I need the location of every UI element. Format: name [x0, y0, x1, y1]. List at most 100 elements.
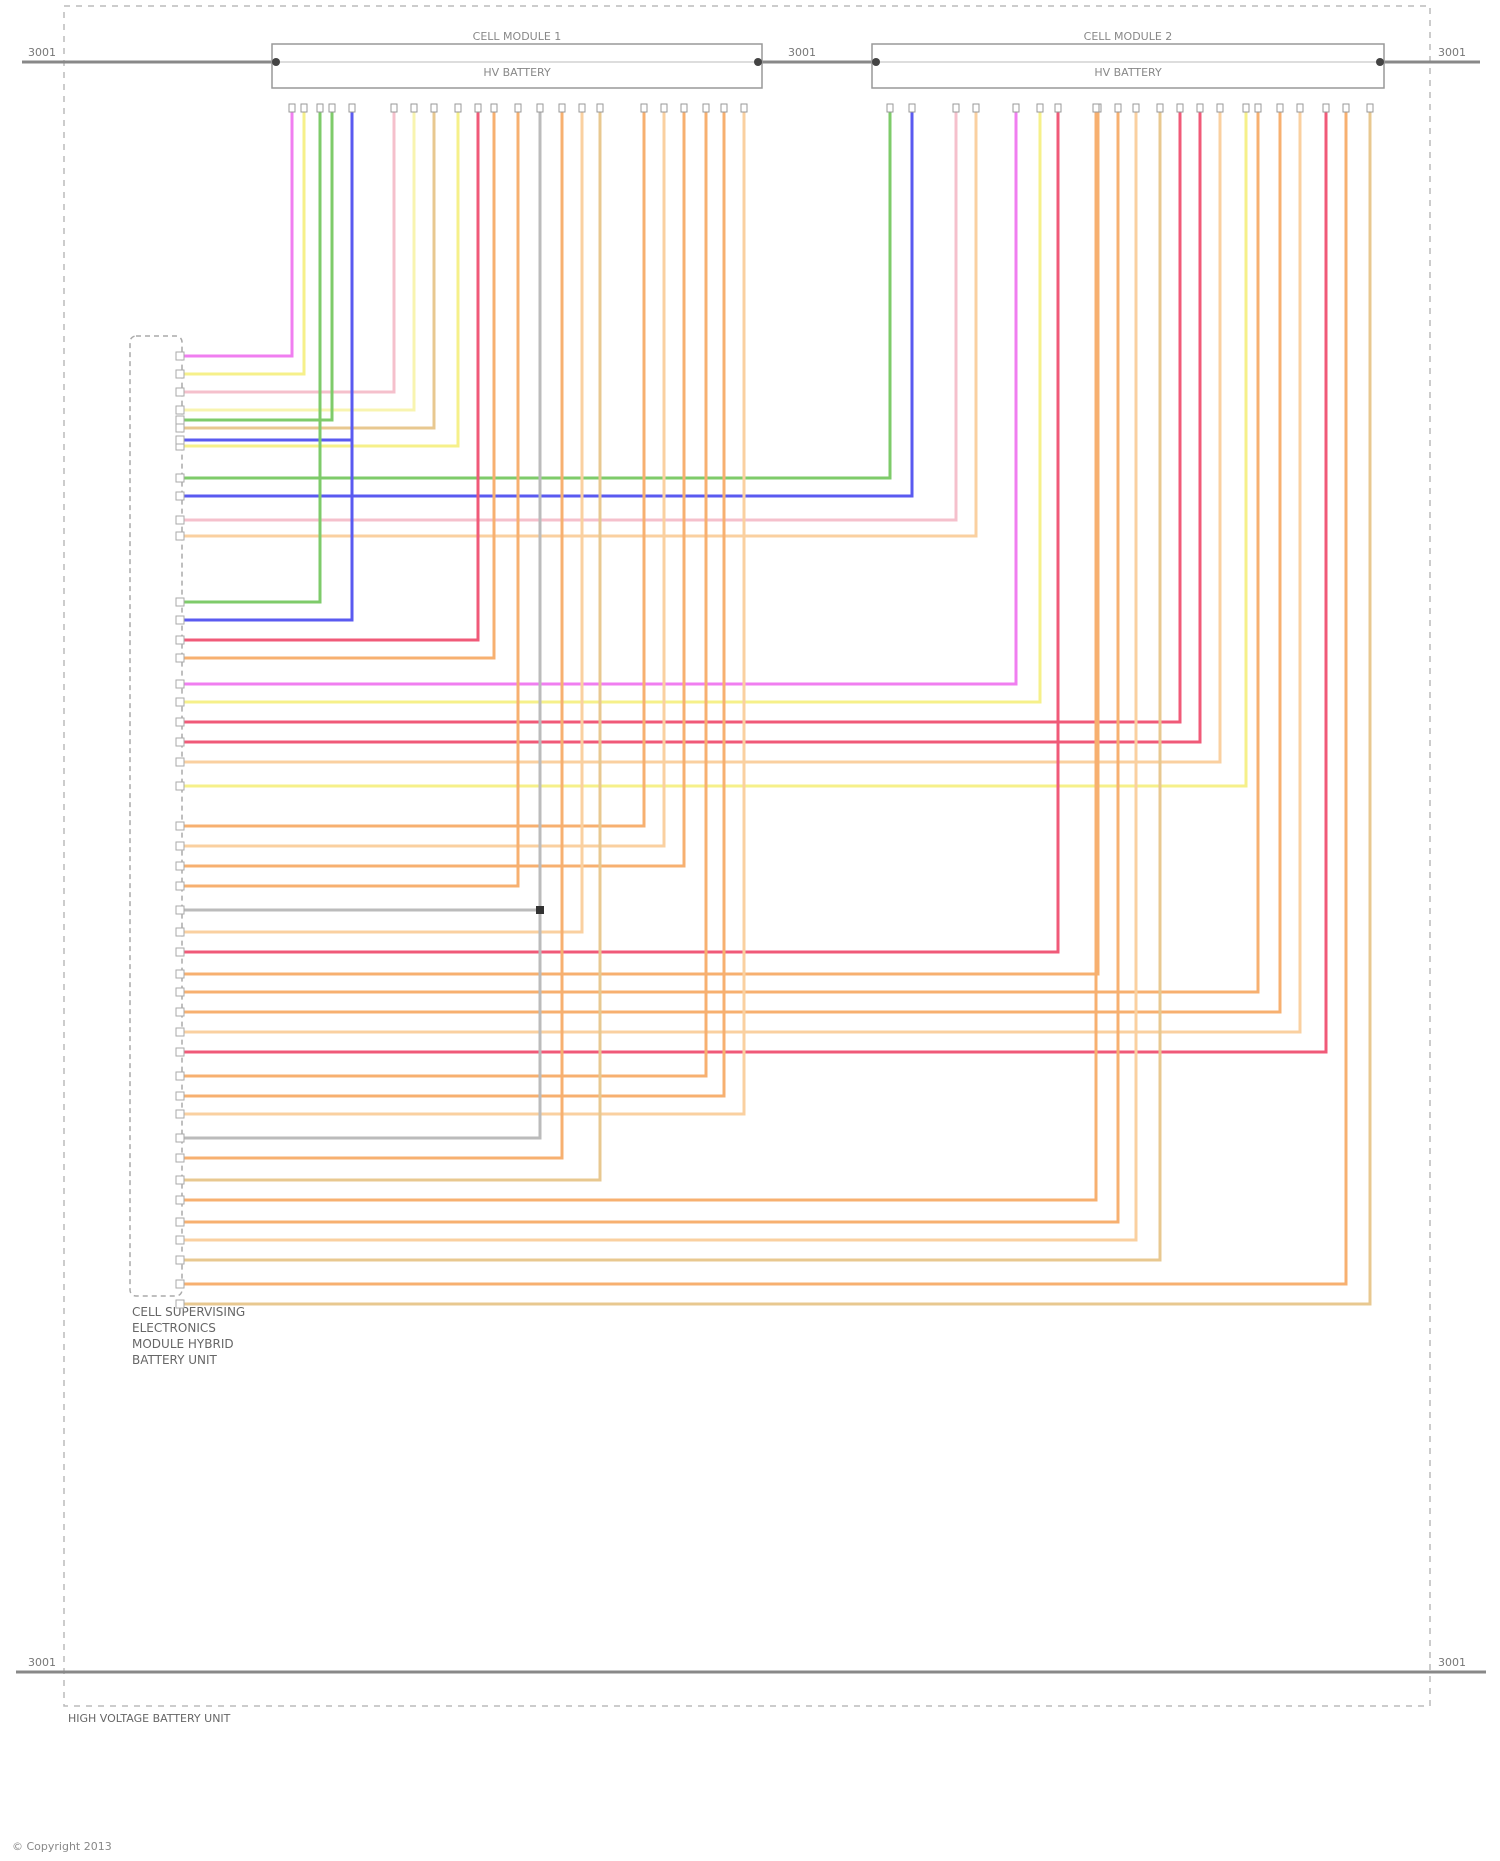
module-pin [721, 104, 727, 112]
ecu-pin [176, 842, 184, 850]
module-pin [1297, 104, 1303, 112]
module-pin [349, 104, 355, 112]
ecu-pin [176, 862, 184, 870]
ecu-pin [176, 654, 184, 662]
module-pin [391, 104, 397, 112]
ecu-pin [176, 970, 184, 978]
module-pin [1157, 104, 1163, 112]
module-pin [1013, 104, 1019, 112]
ecu-pin [176, 1196, 184, 1204]
svg-text:ELECTRONICS: ELECTRONICS [132, 1321, 216, 1335]
module-pin [661, 104, 667, 112]
wire [182, 110, 518, 886]
wire-harness [182, 110, 1370, 1304]
wire [182, 110, 1300, 1032]
ecu-pin [176, 1092, 184, 1100]
ecu-pin [176, 532, 184, 540]
ecu-pin [176, 1256, 184, 1264]
wire [182, 110, 890, 478]
module-pin [741, 104, 747, 112]
module-pin [515, 104, 521, 112]
ecu-pin [176, 928, 184, 936]
module-pin [289, 104, 295, 112]
ecu-pin [176, 680, 184, 688]
wire [182, 110, 976, 536]
top-bus-label-mid: 3001 [788, 46, 816, 59]
ecu-pin [176, 1176, 184, 1184]
battery-unit-footer-note: HIGH VOLTAGE BATTERY UNIT [68, 1712, 231, 1725]
ecu-pin [176, 424, 184, 432]
module-pin [1115, 104, 1121, 112]
wire [182, 110, 540, 910]
ecu-pin [176, 906, 184, 914]
module-pin [1367, 104, 1373, 112]
module-pin [887, 104, 893, 112]
module-pin [641, 104, 647, 112]
cell-supervising-ecu-label: CELL SUPERVISING ELECTRONICS MODULE HYBR… [132, 1305, 245, 1367]
module-pin [431, 104, 437, 112]
ecu-pin [176, 370, 184, 378]
module-pin [1037, 104, 1043, 112]
ecu-pin [176, 718, 184, 726]
wire [182, 110, 1346, 1284]
ecu-pin [176, 1300, 184, 1308]
wire [182, 110, 1200, 742]
ecu-pin [176, 1028, 184, 1036]
copyright-note: © Copyright 2013 [12, 1840, 112, 1853]
bottom-bus-label-right: 3001 [1438, 1656, 1466, 1669]
cell-module-2: CELL MODULE 2 HV BATTERY [872, 30, 1384, 88]
module-pin [1093, 104, 1099, 112]
module-pin [1343, 104, 1349, 112]
wire [182, 110, 394, 392]
ecu-pin [176, 436, 184, 444]
ecu-pin [176, 782, 184, 790]
module-pin [973, 104, 979, 112]
ecu-pin [176, 516, 184, 524]
module-pin [703, 104, 709, 112]
module-pin [1055, 104, 1061, 112]
wire [182, 110, 1118, 1222]
module-pin [1277, 104, 1283, 112]
module-pin [491, 104, 497, 112]
top-bus-label-left: 3001 [28, 46, 56, 59]
ecu-pin [176, 1110, 184, 1118]
module-pin [579, 104, 585, 112]
module-pin [559, 104, 565, 112]
ecu-pin [176, 738, 184, 746]
ecu-pin [176, 492, 184, 500]
bottom-bus-label-left: 3001 [28, 1656, 56, 1669]
battery-unit-frame [64, 6, 1430, 1706]
wire [182, 110, 1280, 1012]
ecu-pin [176, 352, 184, 360]
ecu-pin [176, 988, 184, 996]
wire [182, 110, 540, 1138]
svg-text:MODULE HYBRID: MODULE HYBRID [132, 1337, 234, 1351]
ecu-pin [176, 1280, 184, 1288]
module-pin [1217, 104, 1223, 112]
module-pin [1197, 104, 1203, 112]
ecu-pin [176, 1218, 184, 1226]
module-pin [317, 104, 323, 112]
cell-module-2-title: CELL MODULE 2 [1084, 30, 1173, 43]
module-pin [953, 104, 959, 112]
ecu-pin [176, 406, 184, 414]
cell-module-1-subtitle: HV BATTERY [483, 66, 551, 79]
module-pin [681, 104, 687, 112]
wire [182, 110, 352, 620]
module-pin [1133, 104, 1139, 112]
cell-supervising-ecu-box [130, 336, 182, 1296]
module-pin [329, 104, 335, 112]
module-pin [597, 104, 603, 112]
module-pin [1323, 104, 1329, 112]
splice-point [536, 906, 544, 914]
ecu-pin [176, 474, 184, 482]
wire [182, 110, 956, 520]
ecu-pin [176, 636, 184, 644]
ecu-pin [176, 1134, 184, 1142]
ecu-pin [176, 822, 184, 830]
svg-text:BATTERY UNIT: BATTERY UNIT [132, 1353, 218, 1367]
svg-text:CELL SUPERVISING: CELL SUPERVISING [132, 1305, 245, 1319]
ecu-pin [176, 416, 184, 424]
top-bus-label-right: 3001 [1438, 46, 1466, 59]
